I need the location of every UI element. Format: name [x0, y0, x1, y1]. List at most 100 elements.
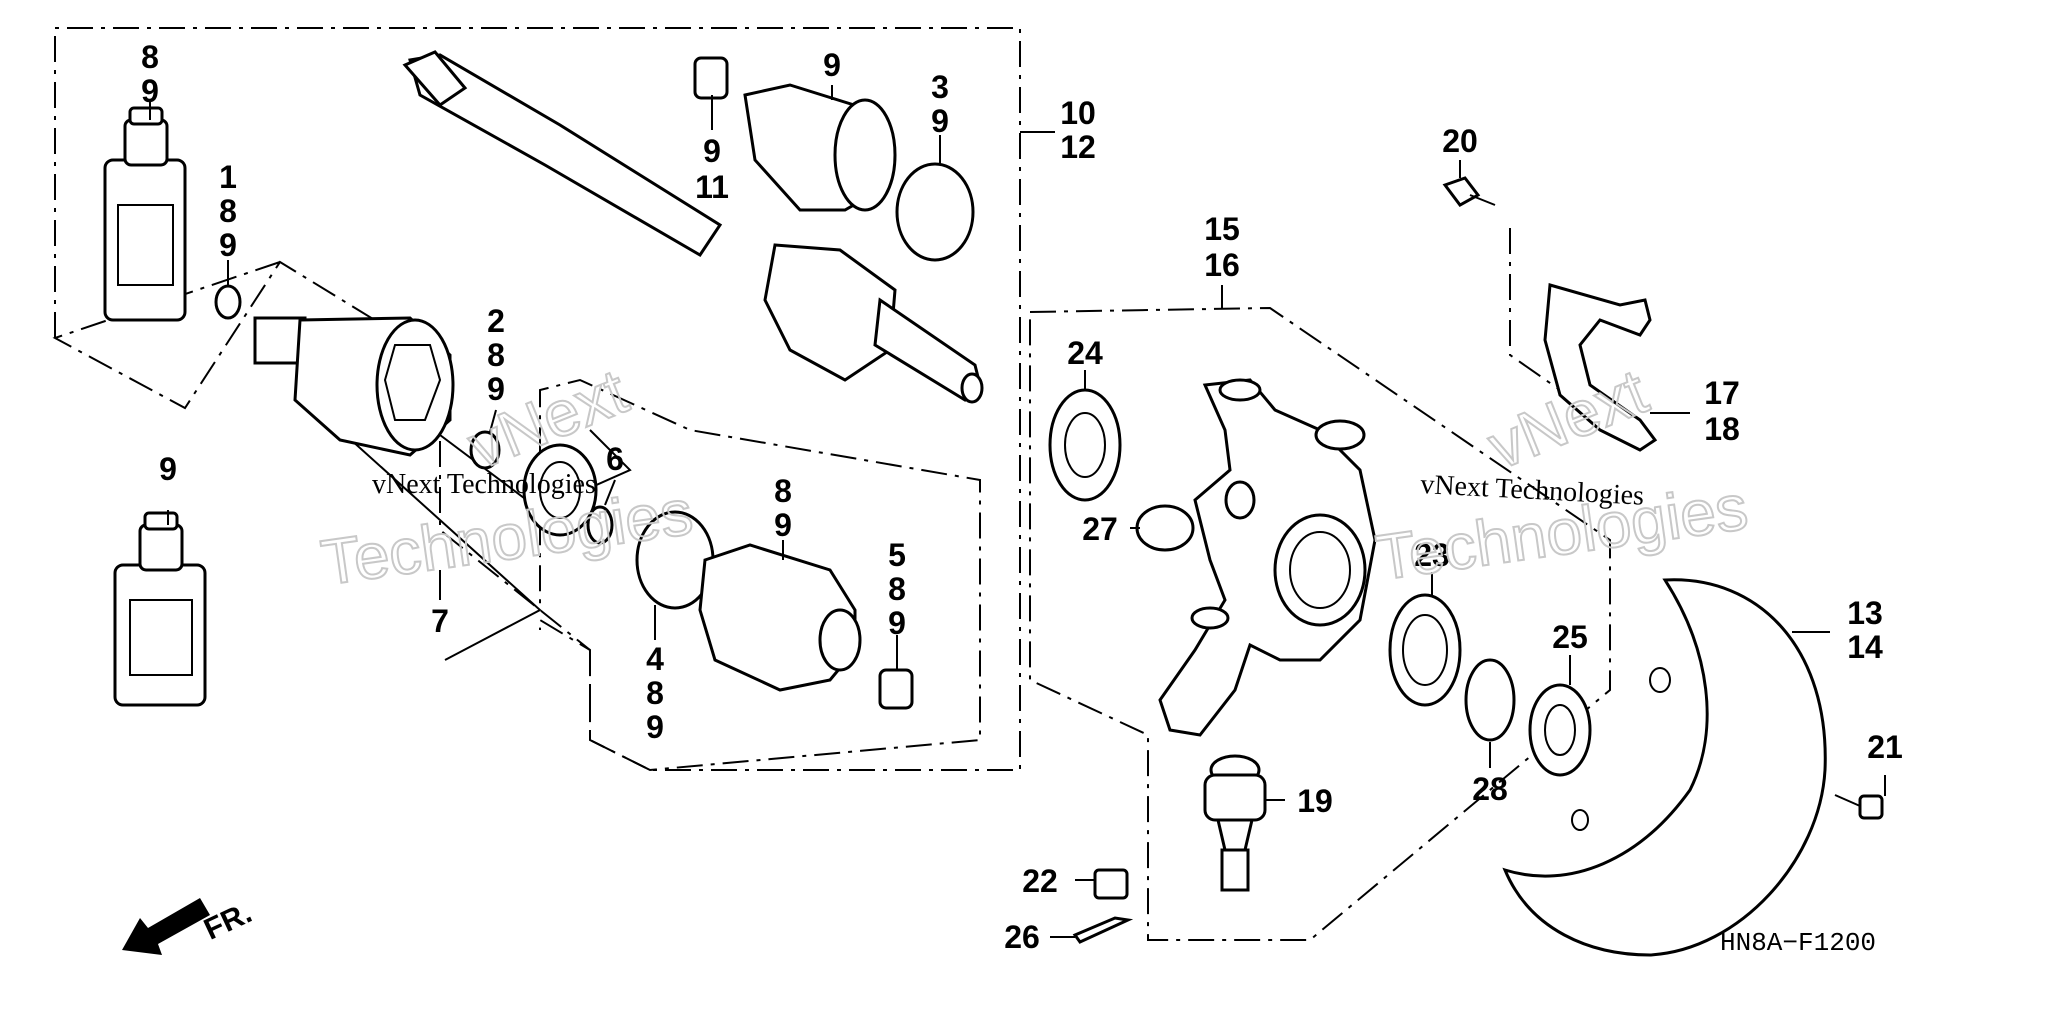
inner-joint-housing	[253, 316, 455, 457]
svg-text:15: 15	[1204, 211, 1240, 247]
small-boot-band-bottom	[878, 668, 914, 710]
svg-text:28: 28	[1472, 771, 1508, 807]
callout-1-8-9: 1 8 9	[219, 159, 237, 263]
o-ring	[214, 284, 242, 320]
svg-text:18: 18	[1704, 411, 1740, 447]
svg-text:8: 8	[219, 193, 237, 229]
callout-20: 20	[1442, 123, 1478, 159]
svg-text:10: 10	[1060, 95, 1096, 131]
outer-boot-top	[743, 83, 897, 212]
svg-text:26: 26	[1004, 919, 1040, 955]
callout-8-9-boot: 8 9	[774, 473, 792, 543]
callout-23: 23	[1414, 537, 1450, 573]
disc-cover	[1502, 578, 1827, 957]
castle-nut	[1093, 868, 1129, 900]
callout-21: 21	[1867, 729, 1903, 765]
svg-text:8: 8	[888, 571, 906, 607]
snap-ring-27	[1135, 504, 1195, 552]
callout-10-12: 10 12	[1060, 95, 1096, 165]
svg-text:16: 16	[1204, 247, 1240, 283]
svg-text:8: 8	[141, 39, 159, 75]
svg-text:13: 13	[1847, 595, 1883, 631]
svg-text:20: 20	[1442, 123, 1478, 159]
diagram-code: HN8A−F1200	[1720, 928, 1876, 958]
knuckle-assembly-outline	[1029, 306, 1611, 941]
svg-text:24: 24	[1067, 335, 1103, 371]
svg-text:9: 9	[141, 73, 159, 109]
front-direction-arrow-icon: FR.	[122, 896, 257, 955]
svg-text:19: 19	[1297, 783, 1333, 819]
snap-ring-28	[1464, 658, 1516, 742]
callout-19: 19	[1297, 783, 1333, 819]
svg-text:21: 21	[1867, 729, 1903, 765]
svg-text:9: 9	[888, 605, 906, 641]
svg-text:17: 17	[1704, 375, 1740, 411]
direction-label: FR.	[199, 896, 257, 946]
callout-9-bottle: 9	[159, 451, 177, 487]
svg-text:9: 9	[487, 371, 505, 407]
svg-text:12: 12	[1060, 129, 1096, 165]
driveshaft-assembly-outline	[54, 27, 1021, 771]
svg-text:9: 9	[823, 47, 841, 83]
svg-text:9: 9	[703, 133, 721, 169]
svg-text:11: 11	[695, 169, 729, 205]
svg-text:8: 8	[646, 675, 664, 711]
svg-text:23: 23	[1414, 537, 1450, 573]
callout-17-18: 17 18	[1704, 375, 1740, 447]
outer-boot-bottom	[698, 543, 862, 692]
seal-plate-outline	[1509, 228, 1561, 391]
svg-text:27: 27	[1082, 511, 1118, 547]
callout-3-9: 3 9	[931, 69, 949, 139]
callout-2-8-9: 2 8 9	[487, 303, 505, 407]
cotter-pin	[1072, 916, 1134, 944]
bearing-23	[1388, 593, 1462, 707]
callout-6: 6	[606, 441, 624, 477]
svg-text:9: 9	[159, 451, 177, 487]
bearing-24	[1048, 388, 1122, 502]
svg-text:7: 7	[431, 603, 449, 639]
svg-text:3: 3	[931, 69, 949, 105]
svg-text:8: 8	[487, 337, 505, 373]
svg-text:vNext Technologies: vNext Technologies	[372, 469, 596, 500]
inner-joint-outline	[52, 260, 541, 611]
knuckle	[1158, 378, 1377, 737]
bolt-20	[1442, 176, 1496, 207]
callout-22: 22	[1022, 863, 1058, 899]
callout-15-16: 15 16	[1204, 211, 1240, 283]
callout-24: 24	[1067, 335, 1103, 371]
callout-8-9-top: 8 9	[141, 39, 159, 109]
callout-4-8-9: 4 8 9	[646, 641, 664, 745]
svg-text:9: 9	[774, 507, 792, 543]
joint-bearing-set	[522, 443, 598, 537]
callout-5-8-9: 5 8 9	[888, 537, 906, 641]
joint-circlip	[586, 505, 614, 545]
grease-bottle-bottom	[113, 511, 207, 707]
stopper-ring	[469, 430, 501, 470]
svg-text:6: 6	[606, 441, 624, 477]
callout-28: 28	[1472, 771, 1508, 807]
callout-13-14: 13 14	[1847, 595, 1883, 665]
joint-leader	[339, 429, 542, 661]
grease-bottle-top	[103, 106, 187, 322]
bolt-21	[1834, 794, 1884, 820]
svg-text:1: 1	[219, 159, 237, 195]
callout-9-boot: 9	[823, 47, 841, 83]
svg-text:9: 9	[931, 103, 949, 139]
oil-seal-25	[1528, 683, 1592, 777]
callout-9-11: 9 11	[695, 133, 729, 205]
svg-text:9: 9	[219, 227, 237, 263]
svg-text:4: 4	[646, 641, 664, 677]
callout-26: 26	[1004, 919, 1040, 955]
svg-text:2: 2	[487, 303, 505, 339]
callout-7: 7	[431, 603, 449, 639]
svg-text:22: 22	[1022, 863, 1058, 899]
boot-kit-outline	[539, 378, 981, 772]
small-boot-band-top	[693, 56, 729, 100]
driveshaft	[402, 50, 984, 404]
svg-text:14: 14	[1847, 629, 1883, 665]
svg-text:25: 25	[1552, 619, 1588, 655]
svg-text:8: 8	[774, 473, 792, 509]
callout-27: 27	[1082, 511, 1118, 547]
dust-seal-plate	[1543, 283, 1658, 452]
